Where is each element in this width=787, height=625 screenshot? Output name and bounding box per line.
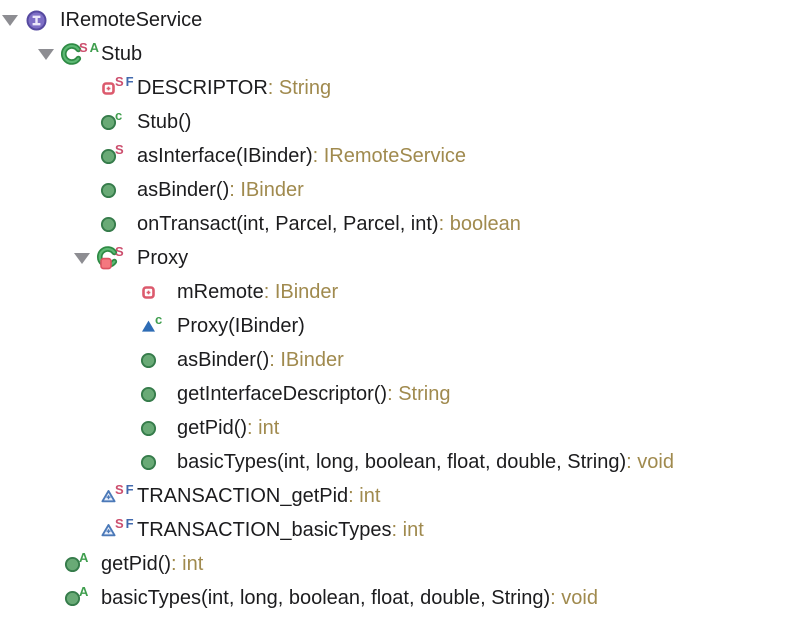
node-label: asBinder()	[177, 348, 270, 371]
node-label: TRANSACTION_basicTypes	[137, 518, 392, 541]
tree-row-getinterfacedescriptor[interactable]: getInterfaceDescriptor() : String	[0, 377, 787, 411]
node-label: asInterface(IBinder)	[137, 144, 313, 167]
tree-row-iremoteservice[interactable]: IRemoteService	[0, 3, 787, 37]
tree-row-proxy-basictypes[interactable]: basicTypes(int, long, boolean, float, do…	[0, 445, 787, 479]
package-field-icon	[96, 489, 120, 503]
node-type: : IBinder	[269, 348, 344, 371]
package-field-icon	[96, 523, 120, 537]
node-label: mRemote	[177, 280, 264, 303]
node-label: Proxy(IBinder)	[177, 314, 305, 337]
modifier-badge: S	[115, 73, 124, 89]
tree-row-proxy-class[interactable]: S Proxy	[0, 241, 787, 275]
method-icon	[96, 216, 120, 233]
twisty-slot	[0, 14, 24, 26]
twisty-slot	[36, 48, 60, 60]
method-icon	[96, 182, 120, 199]
tree-row-getpid[interactable]: A getPid() : int	[0, 547, 787, 581]
modifier-badge: F	[125, 73, 134, 89]
interface-icon	[24, 10, 48, 31]
node-type: : void	[626, 450, 674, 473]
collapse-arrow-icon[interactable]	[38, 48, 54, 60]
tree-row-stub-constructor[interactable]: c Stub()	[0, 105, 787, 139]
modifier-badge: S	[115, 243, 124, 259]
collapse-arrow-icon[interactable]	[2, 14, 18, 26]
class-icon	[60, 43, 84, 65]
node-type: : IBinder	[263, 280, 339, 303]
method-icon	[60, 556, 84, 573]
private-field-icon	[96, 81, 120, 95]
node-type: : String	[267, 76, 332, 99]
modifier-badge: S	[115, 141, 124, 157]
modifier-badge: A	[79, 583, 89, 599]
node-label: getInterfaceDescriptor()	[177, 382, 388, 405]
modifier-badge: S	[115, 515, 124, 531]
tree-row-asinterface[interactable]: S asInterface(IBinder) : IRemoteService	[0, 139, 787, 173]
node-label: asBinder()	[137, 178, 230, 201]
node-label: getPid()	[101, 552, 172, 575]
node-type: : String	[387, 382, 451, 405]
modifier-badge: S	[79, 39, 88, 55]
tree-row-mremote[interactable]: mRemote : IBinder	[0, 275, 787, 309]
node-type: : IRemoteService	[312, 144, 467, 167]
method-icon	[136, 420, 160, 437]
constructor-icon	[136, 319, 160, 333]
method-icon	[96, 148, 120, 165]
node-type: : int	[348, 484, 381, 507]
node-label: getPid()	[177, 416, 248, 439]
modifier-badge: F	[125, 481, 134, 497]
node-label: Stub()	[137, 110, 192, 133]
tree-row-proxy-asbinder[interactable]: asBinder() : IBinder	[0, 343, 787, 377]
node-type: : int	[171, 552, 204, 575]
node-type: : IBinder	[229, 178, 304, 201]
node-label: basicTypes(int, long, boolean, float, do…	[101, 586, 551, 609]
node-label: onTransact(int, Parcel, Parcel, int)	[137, 212, 439, 235]
tree-row-ontransact[interactable]: onTransact(int, Parcel, Parcel, int) : b…	[0, 207, 787, 241]
tree-row-proxy-getpid[interactable]: getPid() : int	[0, 411, 787, 445]
node-label: basicTypes(int, long, boolean, float, do…	[177, 450, 627, 473]
collapse-arrow-icon[interactable]	[74, 252, 90, 264]
node-type: : void	[550, 586, 598, 609]
modifier-badge: c	[155, 311, 163, 327]
twisty-slot	[72, 252, 96, 264]
node-label: Stub	[101, 42, 143, 65]
modifier-badge: c	[115, 107, 123, 123]
node-type: : boolean	[438, 212, 521, 235]
modifier-badge: S	[115, 481, 124, 497]
method-icon	[136, 386, 160, 403]
node-label: TRANSACTION_getPid	[137, 484, 349, 507]
tree-row-asbinder[interactable]: asBinder() : IBinder	[0, 173, 787, 207]
modifier-badge: A	[89, 39, 100, 55]
private-field-icon	[136, 285, 160, 299]
method-icon	[96, 114, 120, 131]
tree-row-proxy-constructor[interactable]: c Proxy(IBinder)	[0, 309, 787, 343]
modifier-badge: F	[125, 515, 134, 531]
tree-row-basictypes[interactable]: A basicTypes(int, long, boolean, float, …	[0, 581, 787, 615]
node-type: : int	[391, 518, 424, 541]
method-icon	[136, 352, 160, 369]
modifier-badge: A	[79, 549, 89, 565]
node-type: : int	[247, 416, 280, 439]
node-label: IRemoteService	[60, 8, 203, 31]
node-label: DESCRIPTOR	[137, 76, 268, 99]
node-label: Proxy	[137, 246, 189, 269]
method-icon	[136, 454, 160, 471]
private-class-icon	[96, 246, 120, 270]
method-icon	[60, 590, 84, 607]
